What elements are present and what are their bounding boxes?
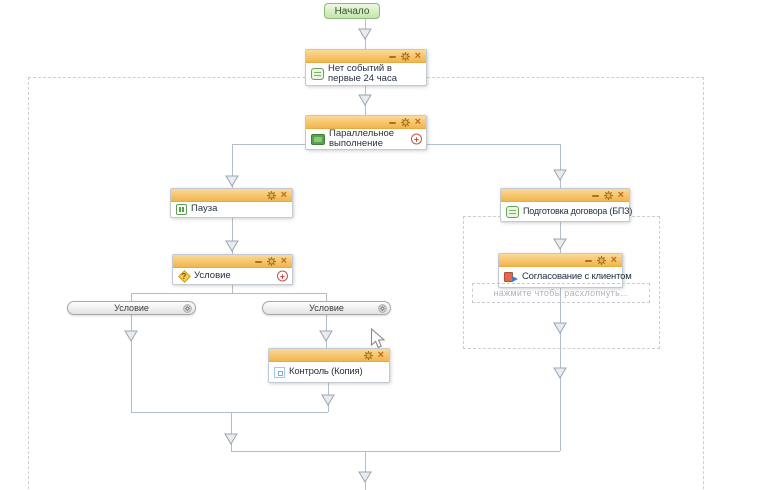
node-approve[interactable]: × Согласование с клиентом [498, 253, 632, 288]
connector-line [131, 293, 132, 301]
node-title: Параллельное выполнение [329, 127, 395, 149]
minimize-icon[interactable] [584, 260, 592, 262]
node-pause[interactable]: × Пауза [170, 188, 293, 218]
add-activity-button[interactable]: + [277, 270, 288, 282]
condition-icon [178, 270, 190, 282]
node-title: Пауза [191, 203, 218, 215]
branch-right[interactable]: Условие [262, 301, 391, 315]
node-body: Подготовка договора (БПЗ) [501, 202, 633, 221]
node-control[interactable]: × Контроль (Копия) [268, 348, 390, 383]
collapse-hint-box[interactable]: нажмите чтобы расхлопнуть... [472, 283, 650, 303]
connector-line [231, 451, 560, 452]
node-body: Условие + [173, 268, 292, 284]
close-icon[interactable]: × [377, 348, 384, 361]
node-header: × [306, 50, 426, 63]
branch-label: Условие [309, 303, 344, 313]
task-icon [311, 68, 324, 80]
arrow-down-icon [553, 366, 567, 379]
minimize-icon[interactable] [388, 122, 396, 124]
node-body: Пауза [171, 202, 292, 217]
close-icon[interactable]: × [280, 254, 287, 267]
connector-line [232, 218, 233, 254]
node-body: Нет событий в первые 24 часа [306, 63, 426, 85]
approve-icon [504, 271, 518, 283]
connector-line [365, 451, 366, 490]
settings-icon[interactable] [400, 117, 410, 127]
start-node[interactable]: Начало [324, 3, 380, 19]
arrow-down-icon [124, 329, 138, 342]
node-header: × [173, 255, 292, 268]
parallel-icon [311, 133, 325, 145]
close-icon[interactable]: × [414, 115, 421, 128]
add-activity-button[interactable]: + [411, 133, 422, 145]
arrow-down-icon [225, 174, 239, 187]
settings-icon[interactable] [603, 190, 613, 200]
close-icon[interactable]: × [414, 49, 421, 62]
arrow-down-icon [225, 239, 239, 252]
node-parallel[interactable]: × Параллельное выполнение + [305, 115, 427, 150]
connector-line [427, 144, 560, 145]
node-title: Контроль (Копия) [289, 365, 363, 377]
branch-label: Условие [114, 303, 149, 313]
arrow-down-icon [224, 432, 238, 445]
close-icon[interactable]: × [280, 188, 287, 201]
arrow-down-icon [319, 329, 333, 342]
close-icon[interactable]: × [617, 188, 624, 201]
connector-line [131, 315, 132, 412]
settings-icon[interactable] [266, 256, 276, 266]
connector-line [232, 285, 233, 293]
branch-settings-icon[interactable] [378, 303, 387, 313]
mouse-cursor-icon [370, 327, 387, 355]
start-label: Начало [334, 5, 370, 17]
node-title: Согласование с клиентом [522, 270, 632, 282]
settings-icon[interactable] [596, 255, 606, 265]
connector-line [232, 144, 305, 145]
node-title: Нет событий в первые 24 часа [328, 62, 397, 84]
connector-line [131, 412, 328, 413]
minimize-icon[interactable] [254, 261, 262, 263]
minimize-icon[interactable] [591, 195, 599, 197]
arrow-down-icon [358, 470, 372, 483]
node-header: × [306, 116, 426, 129]
arrow-down-icon [358, 93, 372, 106]
node-body: Параллельное выполнение + [306, 127, 426, 149]
node-header: × [171, 189, 292, 202]
arrow-down-icon [358, 27, 372, 40]
settings-icon[interactable] [363, 350, 373, 360]
node-prepare[interactable]: × Подготовка договора (БПЗ) [500, 188, 633, 222]
node-body: Контроль (Копия) [269, 362, 389, 382]
node-header: × [269, 349, 389, 362]
connector-line [232, 144, 233, 188]
pause-icon [176, 204, 187, 215]
branch-settings-icon[interactable] [183, 303, 192, 313]
close-icon[interactable]: × [610, 253, 617, 266]
connector-line [560, 222, 561, 253]
settings-icon[interactable] [400, 51, 410, 61]
node-title: Условие [194, 269, 231, 281]
arrow-down-icon [553, 237, 567, 250]
collapse-hint-label: нажмите чтобы расхлопнуть... [493, 288, 629, 298]
control-icon [274, 366, 285, 378]
connector-line [326, 293, 327, 301]
branch-left[interactable]: Условие [67, 301, 196, 315]
node-body: Согласование с клиентом [499, 267, 632, 287]
node-header: × [499, 254, 622, 267]
connector-line [131, 293, 326, 294]
settings-icon[interactable] [266, 190, 276, 200]
minimize-icon[interactable] [388, 56, 396, 58]
node-title: Подготовка договора (БПЗ) [523, 206, 633, 217]
task-icon [506, 205, 519, 218]
arrow-down-icon [553, 321, 567, 334]
node-condition[interactable]: × Условие + [172, 254, 293, 285]
arrow-down-icon [321, 393, 335, 406]
node-header: × [501, 189, 629, 202]
node-no-events[interactable]: × Нет событий в первые 24 часа [305, 49, 427, 86]
connector-line [231, 412, 232, 451]
connector-line [560, 144, 561, 188]
arrow-down-icon [553, 168, 567, 181]
